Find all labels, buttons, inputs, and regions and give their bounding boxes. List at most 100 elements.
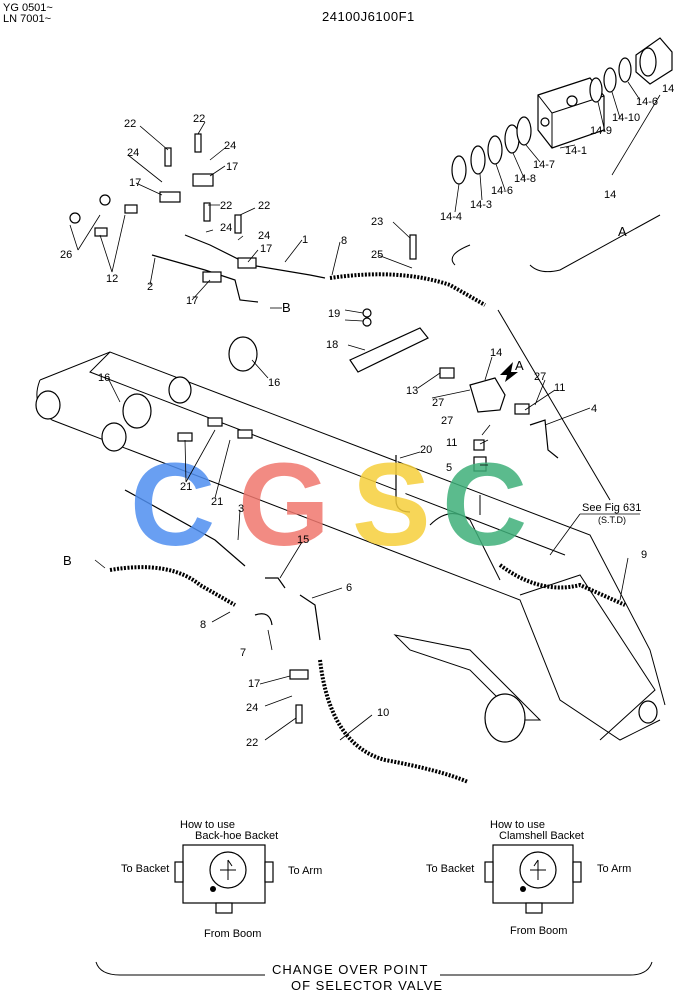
port-label-backet: To Backet [426,863,474,875]
label-14-9: 14-9 [590,125,612,137]
callout-13: 13 [406,385,418,397]
fig-reference-sub: (S.T.D) [598,515,626,525]
bolt-22 [164,147,172,167]
caption-title: CHANGE OVER POINT [272,962,428,977]
arrow-icon [500,362,518,382]
callout-24: 24 [220,222,232,234]
valve-diagram-backhoe: How to use Back-hoe Backet To Backet To … [121,819,322,940]
watermark: C G S C [130,439,527,571]
boom-inner-edge [89,351,566,556]
clamp-17 [202,271,222,283]
plug-26 [99,194,111,206]
connector-12 [124,204,138,214]
port-right [572,861,582,883]
lock-pin-icon [520,886,526,892]
piping [109,234,626,784]
valve-port [566,95,578,107]
seal-ring [516,116,532,146]
callout-17: 17 [186,295,198,307]
label-14: 14 [604,189,616,201]
callout-14: 14 [490,347,502,359]
callout-3: 3 [238,503,244,515]
selector-valve-14 [469,377,506,413]
callout-25: 25 [371,249,383,261]
label-14: 14 [662,83,674,95]
pipe-4 [529,419,559,459]
callout-18: 18 [326,339,338,351]
bracket-21 [207,417,223,427]
connector-12 [94,227,108,237]
bolt-23 [409,234,417,260]
port-label-boom: From Boom [204,928,261,940]
label-14-10: 14-10 [612,112,640,124]
boom-top-edge [39,351,666,706]
caption-subtitle: OF SELECTOR VALVE [291,978,443,993]
callout-12: 12 [106,273,118,285]
clamp-17 [289,669,309,680]
callout-21: 21 [180,481,192,493]
bracket-18 [349,327,429,373]
label-14-1: 14-1 [565,145,587,157]
callout-labels: 1 2 3 4 5 6 7 8 8 9 10 11 11 12 13 14 15… [60,113,647,749]
callout-7: 7 [240,647,246,659]
detail-a-leader-left [451,244,471,266]
watermark-letter: G [238,439,330,571]
port-bottom [525,902,543,914]
drawing-code: 24100J6100F1 [322,9,415,24]
label-14-6: 14-6 [491,185,513,197]
valve-usage-mode: Clamshell Backet [499,830,584,842]
fig-reference: See Fig 631 [582,502,641,514]
port-label-backet: To Backet [121,863,169,875]
bolt-22 [234,214,242,234]
lock-pin-icon [210,886,216,892]
callout-11: 11 [554,382,565,394]
callout-22: 22 [124,118,136,130]
callout-16: 16 [98,372,110,384]
connector-13 [439,367,455,379]
callout-8: 8 [200,619,206,631]
seal-ring [487,135,503,165]
boom-pin-boss [168,376,192,404]
selector-pointer-icon [530,859,546,880]
callout-11: 11 [446,437,457,449]
label-14-4: 14-4 [440,211,462,223]
callout-24: 24 [127,147,139,159]
callout-15: 15 [297,534,309,546]
port-label-boom: From Boom [510,925,567,937]
callout-27: 27 [441,415,453,427]
seal-ring [589,77,603,103]
callout-27: 27 [534,371,546,383]
boom-side-panel [519,574,656,741]
plug-26 [69,212,81,224]
hardware [69,133,530,724]
connector-11 [473,439,485,451]
callout-24: 24 [258,230,270,242]
callout-5: 5 [446,462,452,474]
boom-pin-boss [101,422,127,452]
valve-port [540,117,550,127]
callout-21: 21 [211,496,223,508]
label-14-7: 14-7 [533,159,555,171]
callout-22: 22 [193,113,205,125]
callout-16: 16 [268,377,280,389]
callout-20: 20 [420,444,432,456]
callout-22: 22 [220,200,232,212]
callout-26: 26 [60,249,72,261]
port-label-arm: To Arm [288,865,322,877]
callout-22: 22 [246,737,258,749]
callout-6: 6 [346,582,352,594]
callout-17: 17 [248,678,260,690]
detail-a-leaders [454,81,661,213]
cylinder-bracket [429,513,501,581]
seal-ring [618,57,632,83]
port-bottom [215,902,233,914]
connection-b-marker: B [63,553,73,568]
nut-19 [362,317,372,327]
callout-1: 1 [302,234,308,246]
port-left [174,861,184,883]
brace-left [95,961,265,976]
fig-ref-leader [549,513,581,556]
pipe-3 [124,489,246,567]
clamp-17 [159,191,181,203]
